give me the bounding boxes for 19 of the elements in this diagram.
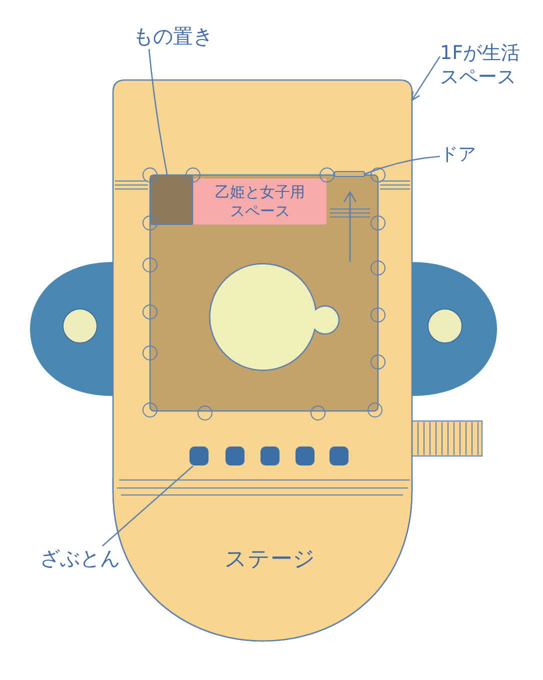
storage-area bbox=[150, 175, 193, 225]
cushion bbox=[189, 446, 209, 466]
leader-line bbox=[102, 466, 194, 546]
circular-platform bbox=[209, 263, 339, 371]
callout-label: 1Fが生活スペース bbox=[440, 42, 524, 90]
callout-label: ざぶとん bbox=[40, 546, 120, 571]
cushion bbox=[225, 446, 245, 466]
stage-label: ステージ bbox=[224, 546, 316, 574]
leader-line bbox=[364, 156, 440, 175]
room-area bbox=[193, 178, 327, 225]
callout-label: もの置き bbox=[133, 24, 213, 49]
cushion bbox=[260, 446, 280, 466]
cushion bbox=[329, 446, 349, 466]
leader-arrow bbox=[411, 56, 441, 101]
leader-line bbox=[148, 48, 168, 176]
cushion bbox=[295, 446, 315, 466]
callout-label: ドア bbox=[440, 144, 476, 166]
room-label: 乙姫と女子用スペース bbox=[214, 182, 306, 220]
door bbox=[334, 171, 365, 177]
